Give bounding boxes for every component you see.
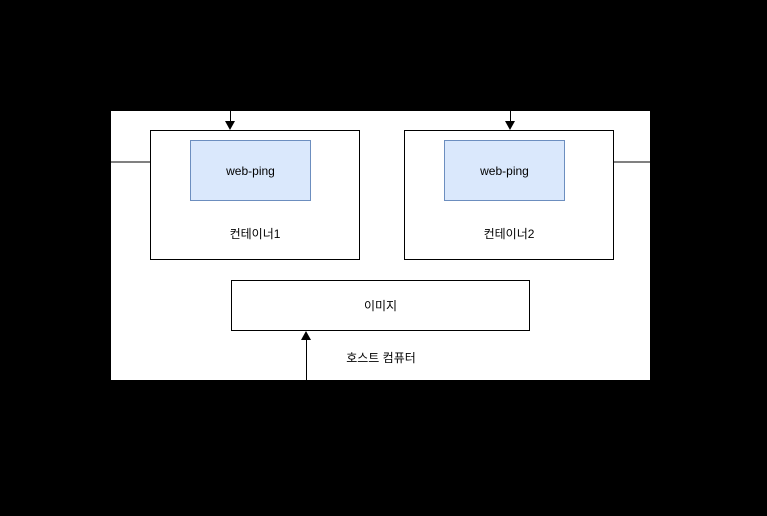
container-1-label: 컨테이너1 [229,227,281,241]
web-ping-label-1: web-ping [226,163,275,178]
web-ping-box-1: web-ping [190,140,311,201]
web-ping-box-2: web-ping [444,140,565,201]
container-2-box: web-ping 컨테이너2 [404,130,614,260]
arrow-down-icon [505,121,515,130]
container-1-box: web-ping 컨테이너1 [150,130,360,260]
image-box: 이미지 [231,280,530,331]
arrow-down-connector-2-line [510,111,511,122]
arrow-up-icon [301,331,311,340]
arrow-up-connector-line [306,339,307,380]
arrow-down-connector-1-line [230,111,231,122]
web-ping-label-2: web-ping [480,163,529,178]
right-side-connector-line [614,161,650,163]
image-box-label: 이미지 [363,299,398,313]
left-side-connector-line [111,161,150,163]
arrow-down-icon [225,121,235,130]
host-computer-label: 호스트 컴퓨터 [346,351,416,365]
container-2-label: 컨테이너2 [483,227,535,241]
